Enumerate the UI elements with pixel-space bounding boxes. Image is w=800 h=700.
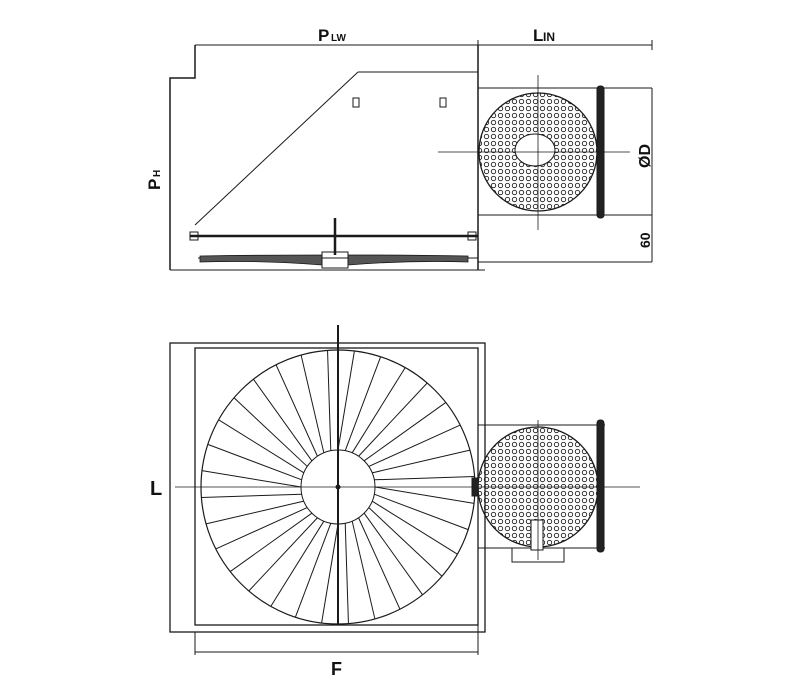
inlet-flange [596, 419, 605, 553]
fan-blade-line [207, 443, 302, 481]
fan-blade-line [275, 364, 318, 457]
fan-blade-line [229, 512, 313, 572]
svg-text:LW: LW [331, 33, 347, 44]
fan-blade-line [233, 397, 308, 467]
fan-blade-line [358, 382, 428, 457]
fan-blade-line [368, 424, 461, 467]
label-offset: 60 [637, 232, 653, 248]
hanger-bracket [352, 97, 360, 108]
fan-blade-line [371, 500, 458, 555]
label-l-in: L IN [533, 26, 555, 45]
label-p-h: P H [145, 170, 164, 190]
fan-blade-line [201, 470, 302, 488]
housing-diagonal [194, 71, 359, 226]
fan-blade-line [215, 507, 308, 550]
fan-blade-line [270, 520, 325, 607]
fan-blade-line [344, 356, 382, 451]
fan-blade-line [363, 402, 447, 462]
label-l: L [150, 478, 162, 500]
fan-blade-line [321, 523, 339, 624]
fan-blade-line [363, 512, 423, 596]
fan-blade-line [248, 517, 318, 592]
fan-blades [201, 350, 475, 624]
fan-blade-line [372, 449, 471, 474]
hanger-bracket [439, 97, 447, 108]
fan-blade-line [374, 493, 469, 531]
fan-blade-left [199, 254, 323, 266]
svg-text:L: L [533, 26, 543, 45]
svg-text:P: P [145, 179, 164, 190]
fan-blade-line [351, 521, 376, 620]
fan-blade-line [351, 367, 406, 454]
fan-blade-line [374, 486, 475, 504]
fan-blade-line [327, 350, 332, 451]
svg-text:H: H [152, 170, 163, 177]
fan-blade-line [218, 419, 305, 474]
label-f: F [331, 659, 342, 679]
fan-blade-line [337, 350, 355, 451]
housing-outline [169, 45, 196, 270]
fan-blade-line [300, 354, 325, 453]
fan-blade-line [201, 493, 302, 498]
svg-text:IN: IN [543, 30, 555, 44]
fan-blade-line [368, 507, 443, 577]
svg-text:P: P [318, 26, 329, 45]
fan-blade-line [205, 500, 304, 525]
side-view [169, 40, 653, 271]
fan-blade-line [374, 476, 475, 481]
fan-blade-line [344, 523, 349, 624]
label-p-lw: P LW [318, 26, 347, 45]
plan-view [169, 325, 640, 655]
label-diameter: ØD [637, 144, 654, 168]
fan-blade-line [253, 378, 313, 462]
fan-blade-line [294, 523, 332, 618]
fan-blade-right [347, 254, 469, 266]
fan-blade-line [358, 517, 401, 610]
